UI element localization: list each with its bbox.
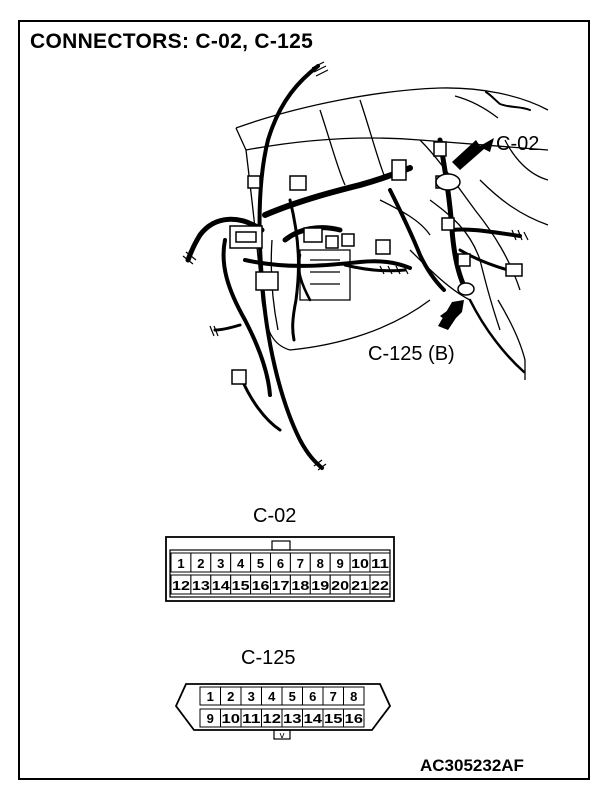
pin-number: 20 [331, 578, 349, 593]
connector-c02 [165, 536, 395, 602]
pin-number: 14 [212, 578, 231, 593]
pin-number: 15 [232, 578, 250, 593]
pin-number: 17 [272, 578, 290, 593]
callout-arrow-c02 [452, 138, 494, 170]
pin-number: 10 [351, 556, 369, 571]
pin-number: 6 [309, 689, 316, 704]
pin-number: 8 [350, 689, 357, 704]
pin-number: 2 [197, 556, 204, 571]
pin-number: 1 [177, 556, 184, 571]
pin-number: 19 [311, 578, 329, 593]
pin-cell [343, 686, 365, 706]
pin-number: 16 [252, 578, 270, 593]
pin-number: 7 [297, 556, 304, 571]
wire-ends [182, 61, 529, 471]
pin-number: 18 [291, 578, 309, 593]
pin-number: 12 [172, 578, 190, 593]
pin-cell [369, 552, 391, 573]
callout-label-c02: C-02 [496, 133, 539, 155]
pin-number: 4 [268, 689, 276, 704]
pin-number: 4 [237, 556, 245, 571]
pin-number: 11 [371, 556, 389, 571]
pin-number: 12 [263, 711, 282, 726]
pin-number: 11 [242, 711, 261, 726]
pin-number: 22 [371, 578, 389, 593]
pin-number: 15 [324, 711, 343, 726]
pin-number: 16 [345, 711, 364, 726]
pin-number: 1 [207, 689, 214, 704]
figure-frame [18, 20, 590, 780]
pin-number: 6 [277, 556, 284, 571]
figure-code: AC305232AF [420, 756, 524, 775]
connector-c125 [174, 683, 392, 740]
pin-number: 10 [222, 711, 241, 726]
callout-label-c125b: C-125 (B) [368, 343, 455, 365]
key-mark: v [279, 731, 285, 741]
pin-number: 5 [289, 689, 296, 704]
pin-cell [343, 708, 365, 728]
pin-number: 2 [227, 689, 234, 704]
pin-cell [369, 574, 391, 595]
callout-arrow-c125 [438, 300, 464, 330]
connector-c125-label: C-125 [241, 647, 295, 669]
harness-connectors [229, 141, 523, 385]
pin-number: 3 [217, 556, 224, 571]
pin-number: 3 [248, 689, 255, 704]
pin-number: 9 [337, 556, 344, 571]
pin-number: 21 [351, 578, 369, 593]
pin-number: 13 [192, 578, 210, 593]
pin-number: 7 [330, 689, 337, 704]
page-title: CONNECTORS: C-02, C-125 [30, 30, 314, 53]
pin-number: 5 [257, 556, 264, 571]
pin-number: 14 [304, 711, 323, 726]
connector-c02-label: C-02 [253, 505, 296, 527]
pin-number: 8 [317, 556, 324, 571]
pin-number: 13 [283, 711, 302, 726]
pin-number: 9 [207, 711, 214, 726]
